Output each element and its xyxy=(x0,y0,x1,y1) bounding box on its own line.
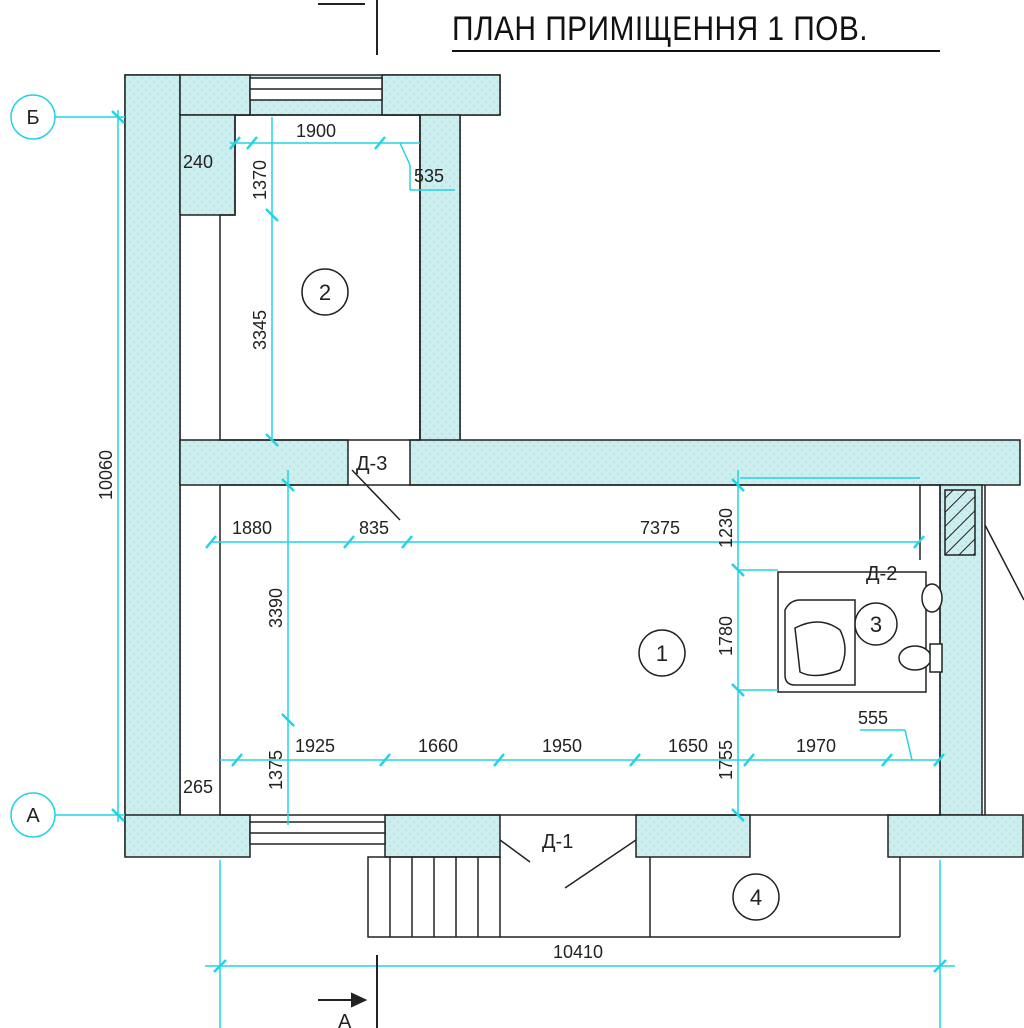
dim-265: 265 xyxy=(183,777,213,797)
title-underline xyxy=(452,50,940,52)
axis-label-b: Б xyxy=(26,107,39,129)
section-mark-bottom xyxy=(318,955,378,1028)
walls xyxy=(124,74,1024,858)
dimension-lines xyxy=(55,110,955,1028)
dimension-ticks xyxy=(111,110,947,973)
doors xyxy=(351,469,1024,889)
wall-bottom-right xyxy=(887,814,1024,858)
stairs xyxy=(367,856,901,938)
dim-1900: 1900 xyxy=(296,121,336,141)
dim-1755: 1755 xyxy=(716,740,736,780)
dim-10060: 10060 xyxy=(96,450,116,500)
door-label-d3: Д-3 xyxy=(356,453,387,475)
dim-10410: 10410 xyxy=(553,942,603,962)
dim-1650: 1650 xyxy=(668,736,708,756)
dim-3390: 3390 xyxy=(266,588,286,628)
dim-555: 555 xyxy=(858,708,888,728)
dim-1370: 1370 xyxy=(250,160,270,200)
toilet xyxy=(898,643,943,673)
dim-1780: 1780 xyxy=(716,616,736,656)
door-d1-left-leaf xyxy=(499,839,531,863)
bathtub xyxy=(784,599,856,686)
dim-1375: 1375 xyxy=(266,750,286,790)
dim-1950: 1950 xyxy=(542,736,582,756)
sink xyxy=(921,583,943,613)
room-4-marker: 4 xyxy=(732,873,780,921)
room-outlines xyxy=(219,114,986,816)
wall-left xyxy=(124,74,181,856)
door-d3-leaf xyxy=(351,469,401,521)
axis-label-a: А xyxy=(26,805,40,827)
room-2-number: 2 xyxy=(319,280,331,305)
section-mark-top xyxy=(318,0,378,55)
room-3-marker: 3 xyxy=(854,602,898,646)
dim-3345: 3345 xyxy=(250,310,270,350)
wall-middle-left xyxy=(179,439,349,486)
room-1-number: 1 xyxy=(656,641,668,666)
dim-535: 535 xyxy=(414,166,444,186)
wall-top-right xyxy=(381,74,501,116)
wall-bottom-mid2 xyxy=(635,814,751,858)
dimension-texts: 1900 240 535 1880 835 7375 555 1925 1660… xyxy=(183,121,888,962)
windows xyxy=(249,77,386,845)
dim-1970: 1970 xyxy=(796,736,836,756)
wall-bottom-left xyxy=(124,814,251,858)
wall-room2-left xyxy=(179,114,236,216)
dim-7375: 7375 xyxy=(640,518,680,538)
room-4-number: 4 xyxy=(750,885,762,910)
room-1-marker: 1 xyxy=(638,629,686,677)
door-d1-right-leaf xyxy=(564,839,637,889)
drawing-title: ПЛАН ПРИМІЩЕННЯ 1 ПОВ. xyxy=(452,10,869,48)
dim-240: 240 xyxy=(183,152,213,172)
wall-room2-right xyxy=(419,114,461,446)
dim-1880: 1880 xyxy=(232,518,272,538)
dim-1925: 1925 xyxy=(295,736,335,756)
room-2-marker: 2 xyxy=(301,268,349,316)
dim-1230: 1230 xyxy=(716,508,736,548)
axis-bubble-a: А xyxy=(10,792,56,838)
chimney-block xyxy=(944,489,976,556)
wall-middle-right xyxy=(409,439,1021,486)
door-label-d1: Д-1 xyxy=(542,831,573,853)
dimension-texts-vertical: 1370 3345 10060 3390 1230 1780 1755 1375 xyxy=(96,160,736,790)
axis-bubble-b: Б xyxy=(10,94,56,140)
room-3-number: 3 xyxy=(870,612,882,637)
dim-1660: 1660 xyxy=(418,736,458,756)
door-d2-leaf xyxy=(984,524,1024,601)
dim-835: 835 xyxy=(359,518,389,538)
wall-bottom-mid1 xyxy=(384,814,501,858)
section-mark-label: А xyxy=(338,1011,352,1028)
door-label-d2: Д-2 xyxy=(866,563,897,585)
wall-top-left xyxy=(179,74,251,116)
